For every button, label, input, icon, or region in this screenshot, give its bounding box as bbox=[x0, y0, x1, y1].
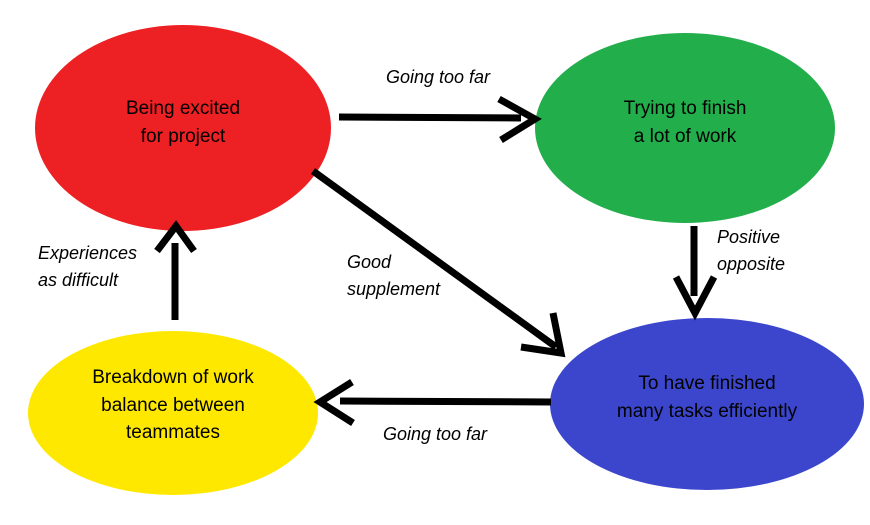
arrow-excited-to-trying bbox=[338, 95, 542, 143]
edge-label-experiences-as-difficult: Experiences as difficult bbox=[38, 243, 138, 290]
node-ellipse-breakdown[interactable] bbox=[28, 331, 318, 495]
node-ellipse-finished[interactable] bbox=[550, 318, 864, 490]
arrow-breakdown-to-excited bbox=[154, 220, 197, 320]
node-ellipse-excited[interactable] bbox=[35, 25, 331, 231]
node-ellipse-trying[interactable] bbox=[535, 33, 835, 223]
edge-label-going-too-far-bottom: Going too far bbox=[382, 424, 488, 444]
arrow-finished-to-breakdown bbox=[313, 379, 552, 426]
edge-label-good-supplement: Good supplement bbox=[347, 252, 441, 299]
edge-label-positive-opposite: Positive opposite bbox=[717, 227, 786, 274]
arrow-excited-to-finished bbox=[310, 168, 566, 358]
edge-label-going-too-far-top: Going too far bbox=[385, 67, 491, 87]
arrow-trying-to-finished bbox=[672, 226, 718, 321]
